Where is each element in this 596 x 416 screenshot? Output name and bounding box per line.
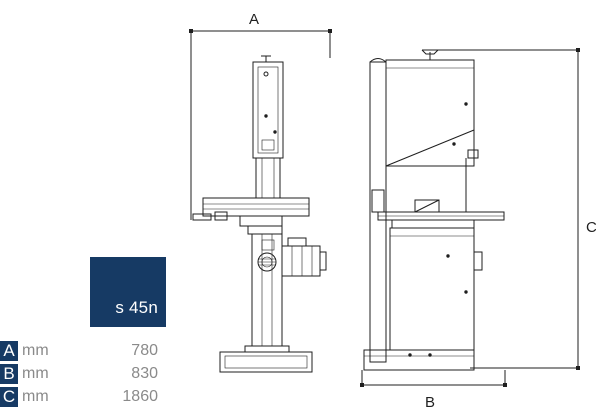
dimension-label-a: A [249,11,259,28]
dimension-unit: mm [22,365,49,382]
side-view [363,49,505,371]
dimension-unit: mm [22,388,49,405]
dimension-row-b: B mm 830 [0,364,166,387]
dimension-letter: C [0,387,18,407]
dimension-unit: mm [22,342,49,359]
dimension-line-b [360,370,507,387]
model-name: s 45n [115,298,158,317]
dimension-label-b: B [425,394,435,411]
dimension-letter: A [0,341,18,361]
dimension-label-c: C [586,219,596,236]
dimension-table: A mm 780 B mm 830 C mm 1860 [0,341,166,410]
dimension-line-a [189,29,332,220]
dimension-row-c: C mm 1860 [0,387,166,410]
dimension-value: 830 [131,365,158,382]
dimension-letter: B [0,364,18,384]
front-view [192,55,327,373]
dimension-line-c [435,48,580,370]
dimension-row-a: A mm 780 [0,341,166,364]
dimension-value: 1860 [122,388,158,405]
model-badge: s 45n [90,257,166,327]
dimension-value: 780 [131,342,158,359]
